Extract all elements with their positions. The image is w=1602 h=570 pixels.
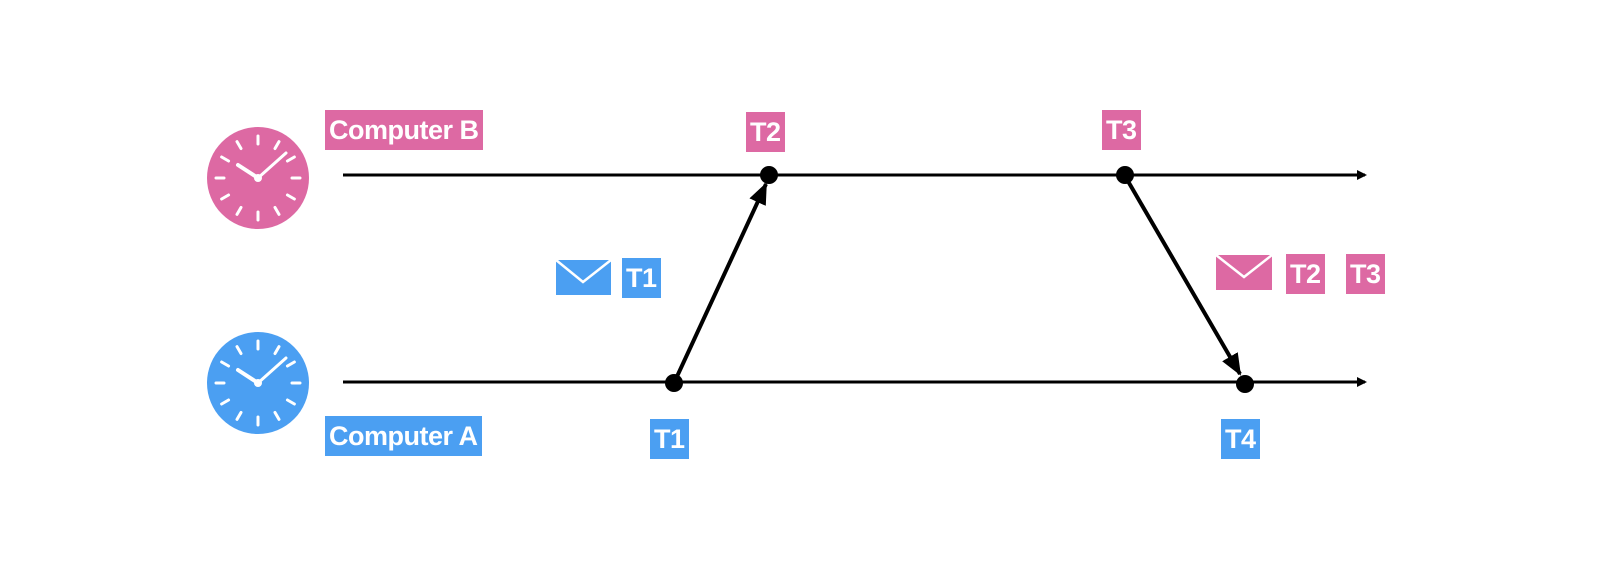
message-payload-t3: T3 (1346, 254, 1385, 294)
message-arrow-b-to-a (1123, 174, 1242, 376)
clock-tick (285, 398, 296, 406)
clock-icon-a (207, 332, 309, 434)
event-label-t2: T2 (746, 112, 785, 152)
event-dot-t4 (1236, 375, 1254, 393)
clock-tick (273, 140, 281, 151)
clock-tick (285, 155, 296, 163)
message-payload-t1: T1 (622, 258, 661, 298)
event-dot-t3 (1116, 166, 1134, 184)
clock-tick (235, 205, 243, 216)
event-dot-t1 (665, 374, 683, 392)
clock-tick (235, 410, 243, 421)
clock-tick (273, 345, 281, 356)
computer-b-label: Computer B (325, 110, 483, 150)
event-label-t3: T3 (1102, 110, 1141, 150)
envelope-icon (555, 259, 612, 295)
message-payload-t2: T2 (1286, 254, 1325, 294)
event-label-t1: T1 (650, 419, 689, 459)
clock-tick (273, 205, 281, 216)
clock-icon-b (207, 127, 309, 229)
envelope-icon (1215, 254, 1273, 290)
clock-tick (235, 345, 243, 356)
clock-tick (285, 193, 296, 201)
clock-tick (220, 360, 231, 368)
clock-tick (220, 398, 231, 406)
computer-a-label: Computer A (325, 416, 482, 456)
clock-tick (285, 360, 296, 368)
clock-tick (273, 410, 281, 421)
message-arrow-a-to-b (672, 182, 768, 384)
clock-tick (220, 193, 231, 201)
clock-tick (220, 155, 231, 163)
clock-tick (235, 140, 243, 151)
event-dot-t2 (760, 166, 778, 184)
event-label-t4: T4 (1221, 419, 1260, 459)
